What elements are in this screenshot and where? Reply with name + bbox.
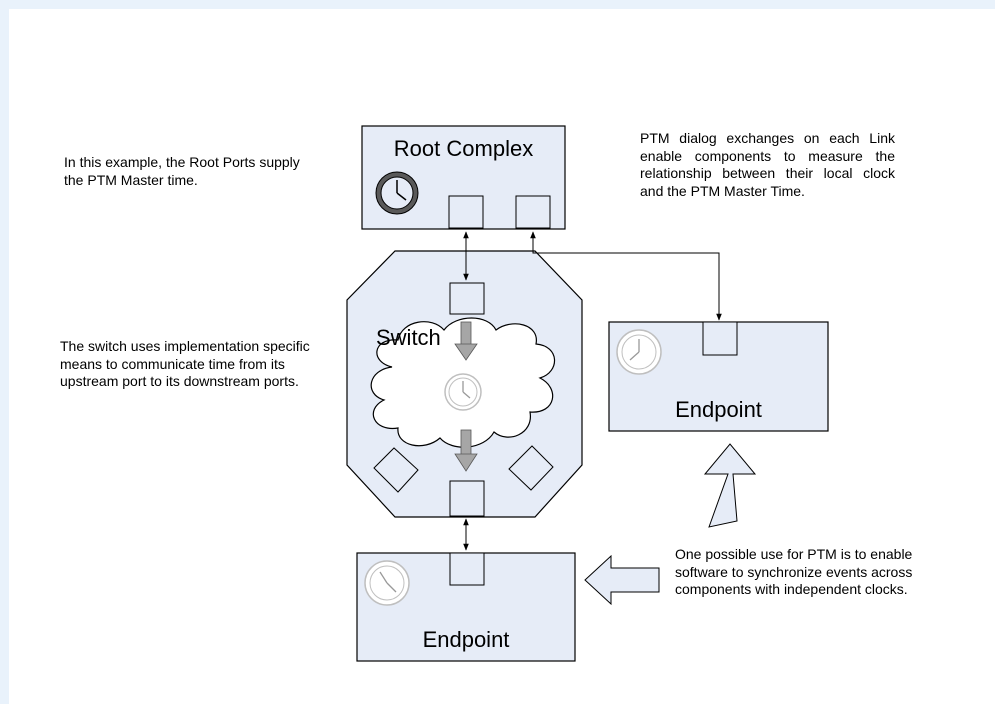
switch-internal-arrow-bottom [454,429,478,472]
hollow-arrow-left-icon [584,554,660,606]
note-switch-means: The switch uses implementation specific … [60,338,310,389]
link-root-to-endpoint [530,231,722,321]
endpoint-right-port [702,321,738,356]
root-port-2 [515,195,551,229]
endpoint-bottom-title: Endpoint [422,627,510,652]
note-root-ports: In this example, the Root Ports supply t… [64,154,300,188]
switch-downstream-port [449,480,485,517]
switch-title: Switch [376,325,441,350]
endpoint-bottom-port [449,552,485,586]
clock-icon [375,171,419,215]
clock-icon [444,373,482,411]
switch-downstream-port-left [373,447,419,493]
hollow-arrow-up-icon [703,443,757,528]
note-ptm-dialog: PTM dialog exchanges on each Link enable… [640,130,895,199]
endpoint-right-title: Endpoint [675,397,762,422]
switch-internal-arrow-top [454,321,478,361]
note-possible-use: One possible use for PTM is to enable so… [675,546,913,597]
root-complex-title: Root Complex [393,136,534,161]
clock-icon [616,329,662,375]
switch-upstream-port [449,282,485,315]
root-port-1 [448,195,484,229]
switch-downstream-port-right [508,445,554,491]
clock-icon [364,560,410,606]
